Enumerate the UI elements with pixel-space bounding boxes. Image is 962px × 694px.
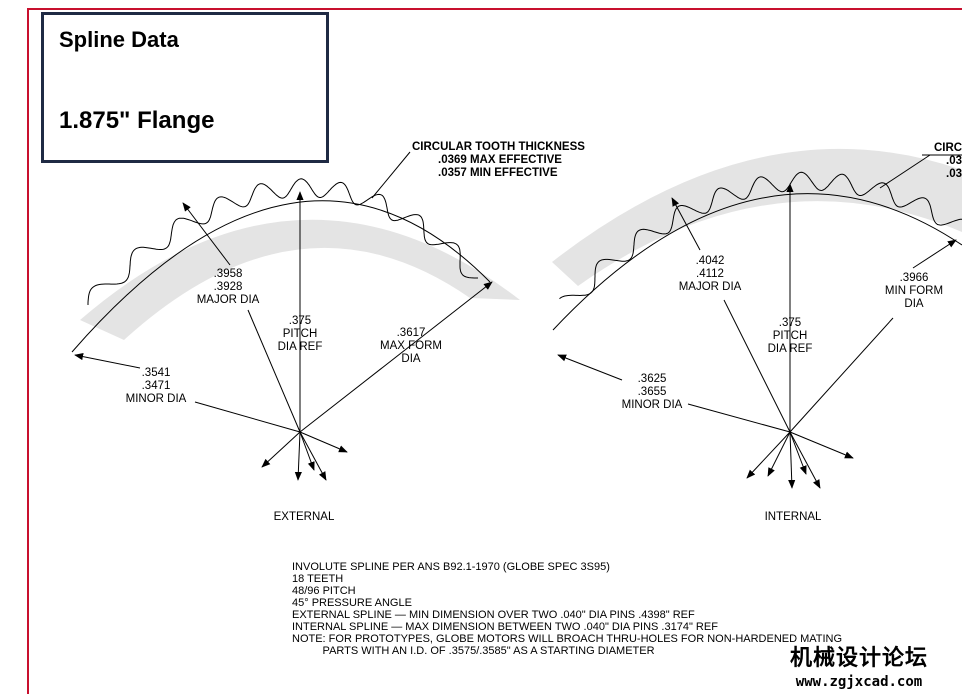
external-thickness-label: CIRCULAR TOOTH THICKNESS [412,141,585,153]
internal-form-band [552,148,962,286]
external-pin-arrow [261,431,301,468]
note-line: EXTERNAL SPLINE — MIN DIMENSION OVER TWO… [292,609,695,621]
external-major-max: .3958 [214,268,243,280]
watermark-site-name: 机械设计论坛 [790,646,929,671]
note-line: NOTE: FOR PROTOTYPES, GLOBE MOTORS WILL … [292,633,843,645]
external-minor-leader [194,401,301,433]
external-pitch-value: .375 [289,315,311,327]
external-pitch-ref: DIA REF [278,341,323,353]
internal-minor-min: .3625 [638,373,667,385]
internal-major-max: .4112 [696,268,724,280]
internal-minform-leader [789,317,894,433]
external-minor-max: .3541 [142,367,171,379]
external-thickness-min: .0357 MIN EFFECTIVE [438,167,558,179]
external-form-band [80,219,520,340]
external-pitch-label: PITCH [283,328,318,340]
external-tooth-profile [87,178,478,305]
internal-major-leader [671,197,701,251]
external-minor-label: MINOR DIA [126,393,187,405]
internal-major-leader-center [723,299,791,433]
internal-major-label: MAJOR DIA [679,281,742,293]
note-line: PARTS WITH AN I.D. OF .3575/.3585" AS A … [292,645,655,657]
internal-major-min: .4042 [696,255,725,267]
note-line: 48/96 PITCH [292,585,356,597]
internal-minor-max: .3655 [638,386,667,398]
internal-thickness-leader [879,154,931,189]
external-maxform-value: .3617 [397,327,426,339]
spline-notes: INVOLUTE SPLINE PER ANS B92.1-1970 (GLOB… [292,561,842,657]
internal-thickness-label: CIRC [934,142,962,154]
external-spline-view: CIRCULAR TOOTH THICKNESS .0369 MAX EFFEC… [71,141,585,523]
external-pin-arrow [294,431,302,481]
internal-minor-leader2 [557,354,623,381]
external-thickness-max: .0369 MAX EFFECTIVE [438,154,562,166]
frame-border-left [27,8,29,694]
external-major-leader-center [247,309,301,433]
external-minor-leader2 [74,353,141,369]
internal-thickness-max: .03 [946,155,962,167]
title-spline-data: Spline Data [59,27,179,52]
note-line: 45° PRESSURE ANGLE [292,597,412,609]
internal-minform-dia: DIA [904,298,924,310]
internal-minor-label: MINOR DIA [622,399,683,411]
external-pin-arrow [299,431,327,481]
internal-spline-view: CIRC .03 .03 .4042 .4112 MAJOR DIA .375 … [552,142,962,523]
internal-pin-arrow [789,431,854,459]
external-pin-arrow [299,431,348,453]
external-major-min: .3928 [214,281,243,293]
external-pin-arrow [299,431,315,471]
external-minor-min: .3471 [142,380,171,392]
external-maxform-label: MAX FORM [380,340,442,352]
frame-border-top [27,8,962,10]
internal-tooth-profile [559,171,962,300]
external-maxform-leader [299,281,493,433]
note-line: INVOLUTE SPLINE PER ANS B92.1-1970 (GLOB… [292,561,610,573]
internal-pin-arrow [788,431,796,489]
external-thickness-leader [371,151,411,199]
internal-caption: INTERNAL [765,511,822,523]
external-caption: EXTERNAL [274,511,335,523]
internal-pin-arrow [789,431,807,475]
internal-pitch-value: .375 [779,317,801,329]
internal-pitch-label: PITCH [773,330,808,342]
watermark: 机械设计论坛 www.zgjxcad.com [790,640,928,690]
internal-pitch-arc [552,193,962,331]
internal-minform-value: .3966 [900,272,929,284]
external-major-label: MAJOR DIA [197,294,260,306]
internal-minform-label: MIN FORM [885,285,943,297]
note-line: 18 TEETH [292,573,344,585]
internal-minform-top [912,239,957,269]
external-pitch-arc [71,200,491,353]
internal-pitch-ref: DIA REF [768,343,813,355]
title-box: Spline Data 1.875" Flange [41,12,329,163]
internal-pin-arrow [746,431,791,479]
external-major-leader [182,202,231,266]
external-maxform-dia: DIA [401,353,421,365]
internal-pin-arrow [767,431,791,477]
note-line: INTERNAL SPLINE — MAX DIMENSION BETWEEN … [292,621,718,633]
internal-minor-leader [687,403,791,433]
internal-pin-arrow [789,431,821,489]
watermark-url: www.zgjxcad.com [795,674,923,690]
internal-thickness-min: .03 [946,168,962,180]
title-flange-size: 1.875" Flange [59,107,215,134]
